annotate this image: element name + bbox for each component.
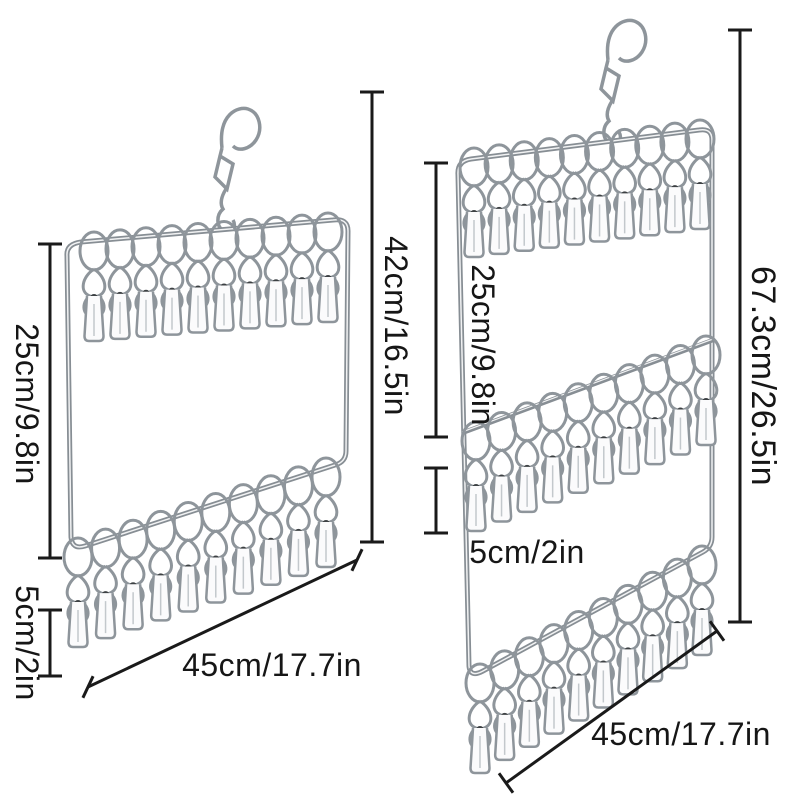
clothespin-clip-icon [227, 483, 259, 596]
right-hanger-hook-icon [599, 18, 648, 146]
clothespin-clip-icon [612, 583, 644, 696]
clothespin-clip-icon [117, 518, 149, 631]
clothespin-clip-icon [686, 544, 718, 657]
left-hanger-hook-icon [213, 106, 262, 234]
left-clip-drop-label: 5cm/2in [9, 585, 45, 701]
dimension-left-frame-height: 25cm/9.8in [9, 242, 62, 560]
clothespin-clip-icon [563, 610, 595, 723]
right-width-label: 45cm/17.7in [591, 716, 771, 752]
clothespin-clip-icon [255, 474, 287, 587]
left-total-height-label: 42cm/16.5in [378, 236, 414, 416]
clothespin-clip-icon [538, 623, 570, 736]
right-upper-height-label: 25cm/9.8in [465, 264, 501, 426]
dimension-right-total-height: 67.3cm/26.5in [728, 28, 782, 624]
clothespin-clip-icon [62, 536, 94, 649]
dimension-left-total-height: 42cm/16.5in [360, 90, 414, 544]
clothespin-clip-icon [513, 636, 545, 749]
dimension-right-clip-drop: 5cm/2in [424, 466, 585, 570]
right-total-height-label: 67.3cm/26.5in [744, 266, 782, 486]
clothespin-clip-icon [282, 465, 314, 578]
left-frame-height-label: 25cm/9.8in [9, 323, 45, 485]
dimension-left-width: 45cm/17.7in [81, 548, 364, 699]
clothespin-clip-icon [310, 456, 342, 569]
right-clip-drop-label: 5cm/2in [469, 534, 585, 570]
clothespin-clip-icon [587, 596, 619, 709]
clothespin-clip-icon [90, 527, 122, 640]
dimension-right-width: 45cm/17.7in [497, 620, 771, 794]
clothespin-clip-icon [172, 500, 204, 613]
clothespin-clip-icon [464, 662, 496, 775]
clothespin-clip-icon [637, 570, 669, 683]
left-hanger-illustration [62, 106, 351, 649]
right-hanger-illustration [455, 18, 722, 775]
clothespin-clip-icon [145, 509, 177, 622]
dimension-left-clip-drop: 5cm/2in [9, 585, 62, 701]
dimension-annotations: 25cm/9.8in 42cm/16.5in 5cm/2in [9, 28, 782, 794]
left-width-label: 45cm/17.7in [182, 647, 362, 683]
clothespin-clip-icon [200, 492, 232, 605]
dimension-right-upper-height: 25cm/9.8in [424, 161, 501, 439]
